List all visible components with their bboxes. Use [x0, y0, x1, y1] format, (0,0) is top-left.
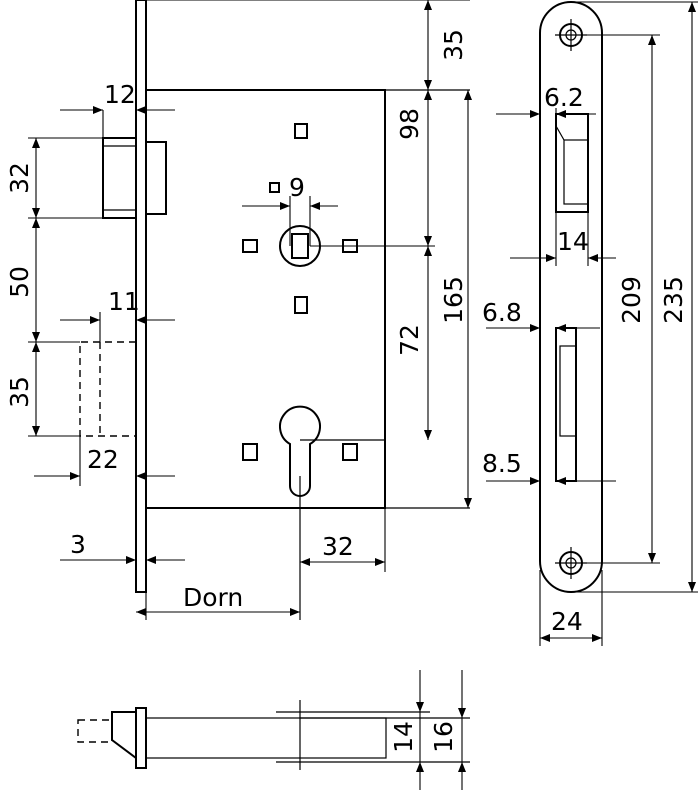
dim-32-left-label: 32	[5, 162, 34, 194]
dim-9-label: 9	[289, 173, 305, 202]
dim-6-8-label: 6.8	[482, 298, 522, 327]
dim-35-top-label: 35	[439, 29, 468, 61]
dim-35-left-label: 35	[5, 376, 34, 408]
dim-12-label: 12	[104, 80, 136, 109]
dim-16-bottom-label: 16	[429, 721, 458, 753]
mount-square	[269, 182, 280, 193]
dim-11-label: 11	[108, 287, 140, 316]
dim-3-label: 3	[70, 530, 86, 559]
dim-14-bottom-label: 14	[389, 721, 418, 753]
front-view-dimensions: 12 32 50 11 35 22	[5, 0, 472, 620]
bolt-opening	[555, 327, 577, 482]
dim-6-2-label: 6.2	[544, 83, 584, 112]
dim-24-label: 24	[551, 607, 583, 636]
dim-98-label: 98	[395, 108, 424, 140]
mount-square	[242, 239, 258, 253]
dim-209-label: 209	[617, 276, 646, 324]
latch-opening	[555, 113, 589, 213]
dim-165-label: 165	[439, 276, 468, 324]
dim-8-5-label: 8.5	[482, 449, 522, 478]
lock-body-front-view	[79, 0, 470, 620]
dim-14-plate-label: 14	[557, 227, 589, 256]
dim-dorn-label: Dorn	[183, 583, 243, 612]
mount-square	[294, 123, 308, 139]
dim-32-bottom-label: 32	[322, 532, 354, 561]
dim-22-label: 22	[87, 445, 119, 474]
mount-square	[294, 296, 308, 314]
mount-square	[242, 443, 258, 461]
dim-72-label: 72	[395, 324, 424, 356]
dim-235-label: 235	[659, 276, 688, 324]
top-view-dimensions: 14 16	[389, 670, 466, 790]
mount-square	[342, 443, 358, 461]
dim-50-label: 50	[5, 266, 34, 298]
faceplate-dimensions: 6.2 14 6.8 8.5 209 235	[482, 1, 698, 646]
lock-top-view	[77, 700, 470, 770]
